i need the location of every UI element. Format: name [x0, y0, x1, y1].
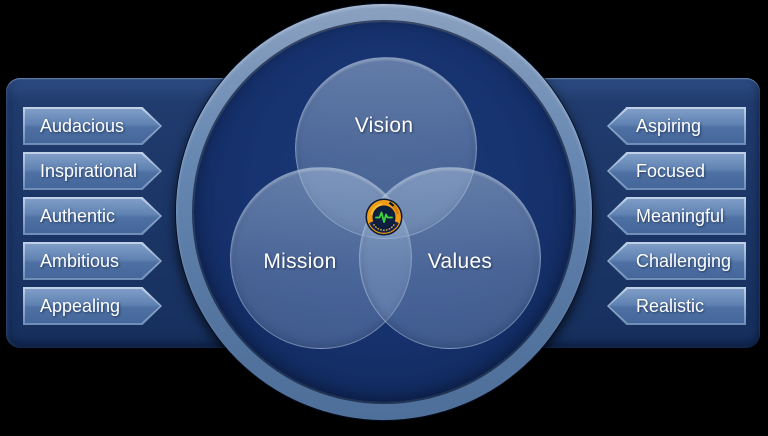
- attribute-arrow-realistic: Realistic: [607, 287, 746, 325]
- attribute-arrow-meaningful: Meaningful: [607, 197, 746, 235]
- arrow-shape-fill: [609, 109, 744, 143]
- center-badge: [365, 198, 403, 236]
- attribute-arrow-inspirational: Inspirational: [23, 152, 162, 190]
- arrow-label: Meaningful: [636, 205, 725, 226]
- arrow-label: Focused: [636, 160, 706, 181]
- arrow-shape-fill: [25, 244, 160, 278]
- attribute-arrow-appealing: Appealing: [23, 287, 162, 325]
- arrow-label: Aspiring: [636, 115, 702, 136]
- arrow-label: Inspirational: [40, 160, 138, 181]
- arrow-label: Authentic: [40, 205, 116, 226]
- attribute-arrow-challenging: Challenging: [607, 242, 746, 280]
- arrow-shape-fill: [25, 154, 160, 188]
- attribute-arrow-audacious: Audacious: [23, 107, 162, 145]
- arrow-shape-fill: [25, 109, 160, 143]
- arrow-shape-fill: [609, 199, 744, 233]
- arrow-shape-fill: [609, 154, 744, 188]
- arrow-label: Ambitious: [40, 250, 120, 271]
- arrow-label: Challenging: [636, 250, 732, 271]
- arrow-label: Appealing: [40, 295, 121, 316]
- venn-circle-values: [359, 167, 541, 349]
- arrow-shape-fill: [25, 199, 160, 233]
- arrow-shape-fill: [25, 289, 160, 323]
- arrow-label: Realistic: [636, 295, 705, 316]
- attribute-arrow-aspiring: Aspiring: [607, 107, 746, 145]
- arrow-shape-fill: [609, 289, 744, 323]
- arrow-shape-fill: [609, 244, 744, 278]
- attribute-arrow-focused: Focused: [607, 152, 746, 190]
- attribute-arrow-authentic: Authentic: [23, 197, 162, 235]
- arrow-label: Audacious: [40, 115, 125, 136]
- values-label: Values: [427, 250, 493, 273]
- vision-label: Vision: [354, 114, 414, 137]
- pulse-badge-icon: [365, 198, 403, 236]
- mission-label: Mission: [263, 250, 337, 273]
- attribute-arrow-ambitious: Ambitious: [23, 242, 162, 280]
